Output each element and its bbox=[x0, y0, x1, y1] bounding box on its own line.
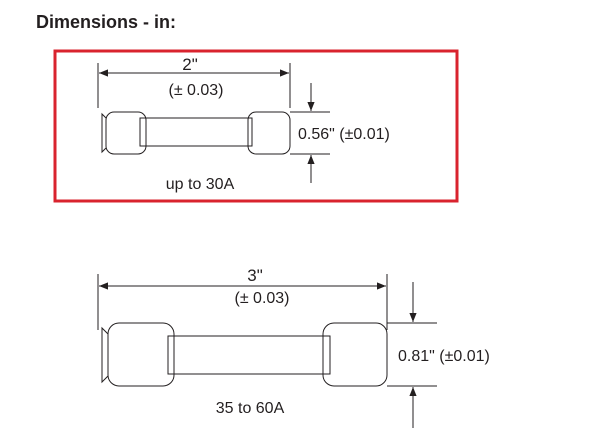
small-fuse-rating: up to 30A bbox=[166, 176, 235, 193]
large-fuse-left-ferrule bbox=[107, 322, 175, 387]
small-fuse-length-label: 2" bbox=[182, 55, 198, 74]
large-fuse-rating: 35 to 60A bbox=[216, 400, 285, 417]
large-fuse-left-cap bbox=[101, 326, 109, 384]
large-fuse-length-tolerance: (± 0.03) bbox=[234, 290, 289, 307]
small-fuse-left-cap bbox=[101, 112, 107, 154]
highlight-box bbox=[53, 49, 459, 203]
small-fuse-body bbox=[139, 117, 253, 147]
large-fuse-right-ferrule bbox=[322, 322, 388, 387]
small-fuse bbox=[97, 63, 330, 183]
small-fuse-right-ferrule bbox=[247, 111, 291, 155]
dimensions-heading: Dimensions - in: bbox=[36, 12, 177, 32]
small-fuse-left-ferrule bbox=[105, 111, 147, 155]
small-fuse-diameter-label: 0.56" (±0.01) bbox=[298, 126, 390, 143]
large-fuse-body bbox=[167, 335, 331, 375]
small-fuse-length-tolerance: (± 0.03) bbox=[168, 82, 223, 99]
large-fuse-diameter-label: 0.81" (±0.01) bbox=[398, 348, 490, 365]
large-fuse bbox=[97, 274, 437, 428]
large-fuse-length-label: 3" bbox=[247, 266, 263, 285]
